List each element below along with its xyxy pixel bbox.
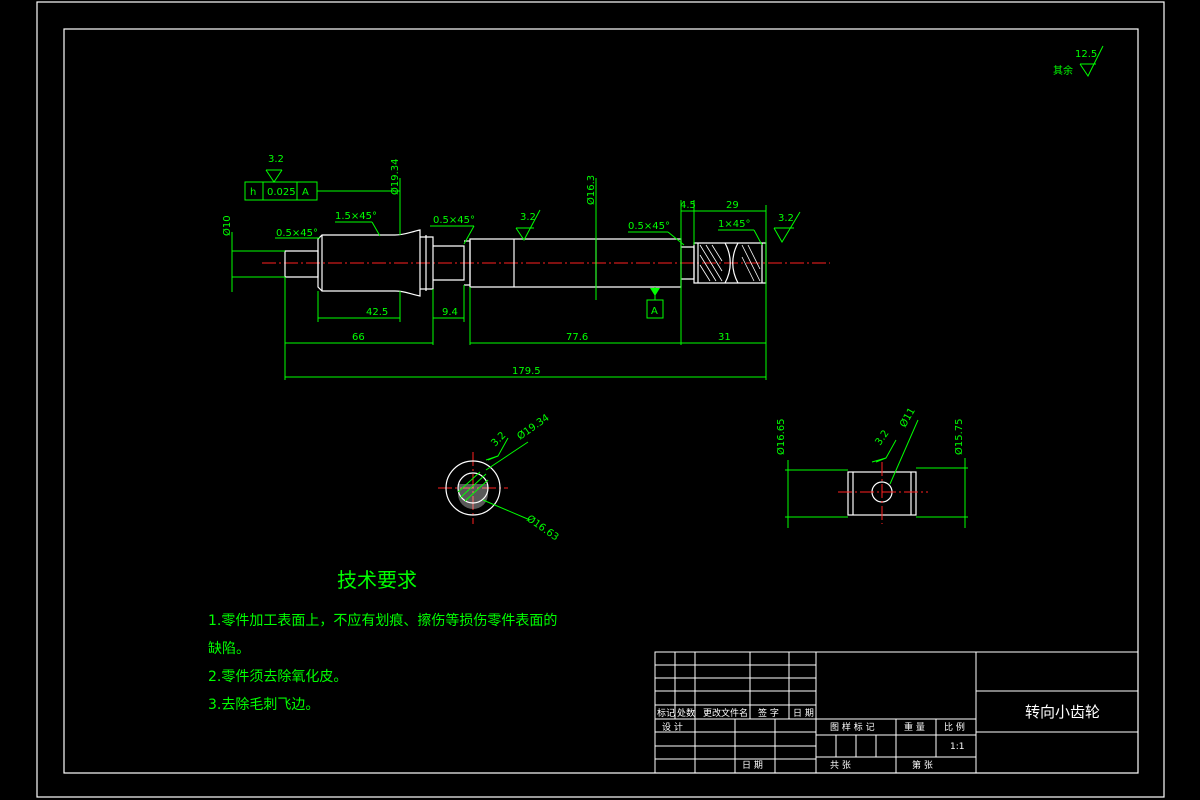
- chamfer-2: 1.5×45°: [335, 211, 377, 222]
- title-block: 标记 处数 更改文件名 签 字 日 期 设 计 图 样 标 记 重 量 比 例 …: [654, 651, 1139, 774]
- weight-label: 重 量: [904, 721, 925, 733]
- tech-line-2: 2.零件须去除氧化皮。: [208, 669, 347, 685]
- dim-dia-16-3: Ø16.3: [585, 175, 597, 205]
- tol-value: 0.025: [267, 187, 296, 198]
- dim-9-4: 9.4: [442, 307, 458, 318]
- section-roughness: 3.2: [489, 430, 508, 449]
- tech-line-3: 3.去除毛刺飞边。: [208, 697, 319, 713]
- side-roughness: 3.2: [873, 428, 891, 447]
- chamfer-4: 0.5×45°: [628, 221, 670, 232]
- other-surface-value: 12.5: [1075, 49, 1097, 60]
- tol-datum: A: [302, 187, 309, 198]
- chamfer-1: 0.5×45°: [276, 228, 318, 239]
- part-name: 转向小齿轮: [1025, 703, 1100, 721]
- chamfer-3: 0.5×45°: [433, 215, 475, 226]
- tech-line-1b: 缺陷。: [208, 641, 250, 657]
- dim-dia-10: Ø10: [221, 215, 233, 236]
- dim-77-6: 77.6: [566, 332, 588, 343]
- outer-border: [36, 1, 1165, 798]
- dim-29: 29: [726, 200, 739, 211]
- hdr-doc: 更改文件名: [703, 707, 748, 719]
- scale-value: 1:1: [950, 742, 964, 752]
- date-label: 日 期: [742, 760, 763, 771]
- dim-66: 66: [352, 332, 365, 343]
- roughness-mid: 3.2: [520, 212, 536, 223]
- side-dia-right: Ø15.75: [953, 419, 965, 456]
- shaft-main-view: Ø10 Ø19.34 Ø16.3 h 0.025 A 3.2 0.5×45° 1…: [221, 154, 830, 380]
- hdr-mark: 标记: [657, 707, 675, 719]
- design-label: 设 计: [662, 721, 683, 733]
- shaft-dimension-lines: [231, 169, 801, 380]
- roughness-top: 3.2: [268, 154, 284, 165]
- roughness-right: 3.2: [778, 213, 794, 224]
- hdr-count: 处数: [677, 707, 695, 719]
- datum-label: A: [651, 306, 658, 317]
- datum-triangle: [650, 288, 660, 296]
- chamfer-5: 1×45°: [718, 219, 750, 230]
- tech-requirements: 技术要求 1.零件加工表面上，不应有划痕、擦伤等损伤零件表面的 缺陷。 2.零件…: [208, 568, 557, 713]
- inner-frame: [63, 28, 1139, 774]
- scale-label: 比 例: [944, 721, 965, 733]
- dim-179-5: 179.5: [512, 366, 541, 377]
- section-dia-inner: Ø16.63: [524, 513, 561, 544]
- hdr-date: 日 期: [793, 708, 814, 719]
- dim-42-5: 42.5: [366, 307, 388, 318]
- section-dia-outer: Ø19.34: [515, 412, 552, 443]
- dim-4-5: 4.5: [680, 200, 696, 211]
- tech-title: 技术要求: [337, 568, 417, 592]
- side-hole: Ø11: [897, 406, 918, 430]
- side-dia-left: Ø16.65: [775, 419, 787, 456]
- hdr-sign: 签 字: [758, 707, 779, 719]
- side-view: Ø16.65 3.2 Ø11 Ø15.75: [775, 406, 968, 528]
- dim-dia-19-34: Ø19.34: [389, 159, 401, 196]
- sheet-number: 第 张: [912, 759, 933, 771]
- section-view: 3.2 Ø19.34 Ø16.63: [438, 412, 561, 544]
- other-surface-roughness: 其余 12.5: [1053, 45, 1104, 77]
- tol-symbol: h: [250, 187, 256, 198]
- tech-line-1: 1.零件加工表面上，不应有划痕、擦伤等损伤零件表面的: [208, 612, 557, 629]
- stage-label: 图 样 标 记: [830, 721, 875, 733]
- sheets-total: 共 张: [830, 760, 851, 771]
- other-surface-label: 其余: [1053, 64, 1073, 77]
- dim-31: 31: [718, 332, 731, 343]
